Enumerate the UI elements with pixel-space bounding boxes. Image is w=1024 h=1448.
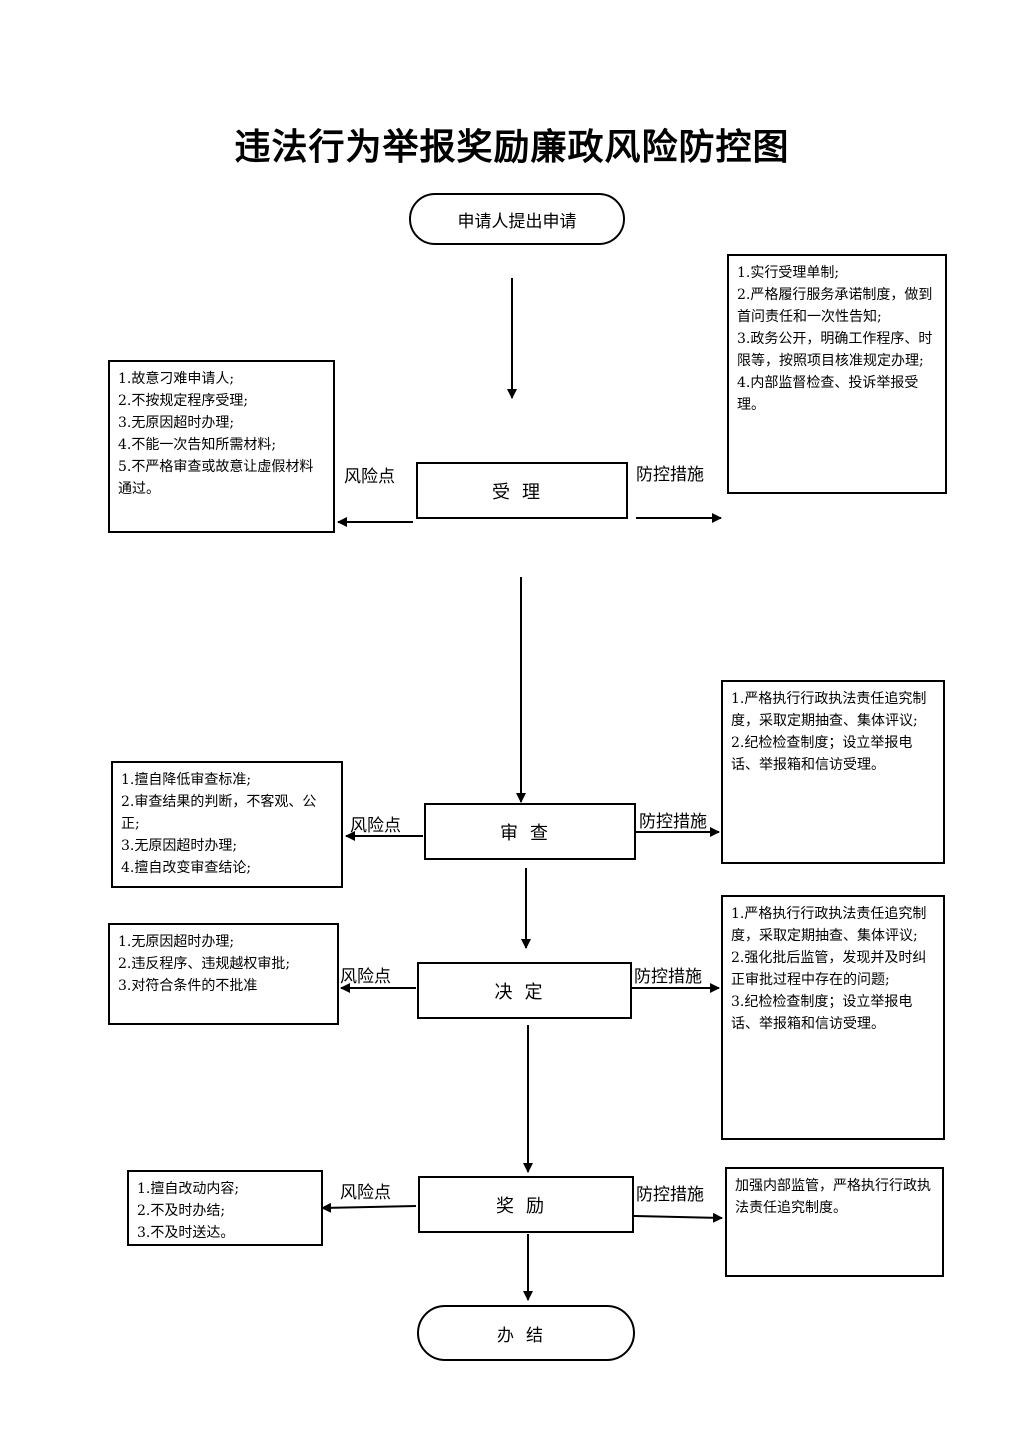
risk-box-reward: 1.擅自改动内容; 2.不及时办结; 3.不及时送达。 [127,1170,323,1246]
measure-item: 1.实行受理单制; [737,265,840,281]
risk-item: 2.不及时办结; [137,1203,226,1219]
measure-item: 2.纪检检查制度；设立举报电话、举报箱和信访受理。 [731,735,913,773]
risk-item: 3.对符合条件的不批准 [118,978,258,994]
risk-item: 2.审查结果的判断，不客观、公正; [121,794,317,832]
start-node: 申请人提出申请 [409,193,625,245]
risk-item: 1.擅自降低审查标准; [121,772,252,788]
measure-item: 2.严格履行服务承诺制度，做到首问责任和一次性告知; [737,287,933,325]
risk-item: 5.不严格审查或故意让虚假材料通过。 [118,459,314,497]
measure-label-decide: 防控措施 [634,967,702,987]
risk-item: 4.不能一次告知所需材料; [118,437,277,453]
risk-item: 2.违反程序、违规越权审批; [118,956,291,972]
risk-item: 1.故意刁难申请人; [118,371,235,387]
page-title: 违法行为举报奖励廉政风险防控图 [234,126,790,168]
measure-box-reward: 加强内部监管，严格执行行政执法责任追究制度。 [725,1167,944,1277]
risk-box-accept: 1.故意刁难申请人; 2.不按规定程序受理; 3.无原因超时办理; 4.不能一次… [108,360,335,533]
risk-item: 1.擅自改动内容; [137,1181,240,1197]
measure-label-accept: 防控措施 [636,465,704,485]
measure-item: 1.严格执行行政执法责任追究制度，采取定期抽查、集体评议; [731,906,927,944]
step-reward: 奖励 [418,1176,634,1233]
risk-box-review: 1.擅自降低审查标准; 2.审查结果的判断，不客观、公正; 3.无原因超时办理;… [111,761,343,888]
measure-item: 3.政务公开，明确工作程序、时限等，按照项目核准规定办理; [737,331,933,369]
risk-label-reward: 风险点 [340,1183,391,1203]
measure-box-review: 1.严格执行行政执法责任追究制度，采取定期抽查、集体评议; 2.纪检检查制度；设… [721,680,945,864]
risk-item: 2.不按规定程序受理; [118,393,249,409]
measure-item: 加强内部监管，严格执行行政执法责任追究制度。 [735,1178,931,1216]
arrow-reward-measure [633,1212,723,1223]
risk-item: 1.无原因超时办理; [118,934,235,950]
risk-item: 4.擅自改变审查结论; [121,860,252,876]
step-decide: 决定 [417,962,632,1019]
measure-item: 4.内部监督检查、投诉举报受理。 [737,375,919,413]
end-node: 办结 [417,1305,635,1361]
arrow-reward-risk [321,1202,417,1213]
risk-label-accept: 风险点 [344,467,395,487]
measure-item: 3.纪检检查制度；设立举报电话、举报箱和信访受理。 [731,994,913,1032]
measure-item: 1.严格执行行政执法责任追究制度，采取定期抽查、集体评议; [731,691,927,729]
measure-box-accept: 1.实行受理单制; 2.严格履行服务承诺制度，做到首问责任和一次性告知; 3.政… [727,254,947,494]
risk-label-review: 风险点 [350,816,401,836]
measure-label-review: 防控措施 [639,812,707,832]
step-review: 审查 [424,803,636,860]
risk-label-decide: 风险点 [340,967,391,987]
risk-box-decide: 1.无原因超时办理; 2.违反程序、违规越权审批; 3.对符合条件的不批准 [108,923,339,1025]
risk-item: 3.无原因超时办理; [118,415,235,431]
measure-label-reward: 防控措施 [636,1185,704,1205]
measure-item: 2.强化批后监管，发现并及时纠正审批过程中存在的问题; [731,950,927,988]
step-accept: 受理 [416,462,628,519]
risk-item: 3.无原因超时办理; [121,838,238,854]
measure-box-decide: 1.严格执行行政执法责任追究制度，采取定期抽查、集体评议; 2.强化批后监管，发… [721,895,945,1140]
risk-item: 3.不及时送达。 [137,1225,235,1241]
